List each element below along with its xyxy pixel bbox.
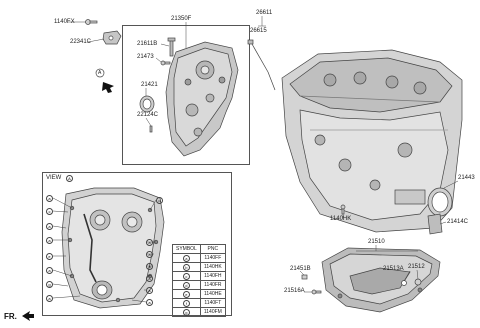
label-22124c: 22124C [137, 112, 159, 118]
engine-block [281, 49, 463, 233]
symbol-cell: d [172, 280, 201, 290]
symbol-letter: b [182, 263, 190, 271]
label-21350f: 21350F [171, 16, 192, 22]
callout-a-label: A [98, 70, 102, 76]
pnc-cell: 1140HE [199, 289, 226, 299]
symbol-cell: g [172, 307, 201, 317]
symbol-letter: a [182, 254, 190, 262]
dipstick-26611 [247, 39, 276, 91]
label-22341c: 22341C [70, 39, 92, 45]
bracket-21414c [427, 213, 443, 235]
label-21473: 21473 [137, 54, 154, 60]
symbol-table-row: g 1140FM [172, 307, 226, 317]
label-21421: 21421 [141, 82, 158, 88]
symbol-column-header: SYMBOL [172, 244, 201, 254]
pnc-cell: 1140FT [199, 298, 226, 308]
symbol-cell: a [172, 253, 201, 263]
symbol-letter: f [182, 299, 190, 307]
bolt-symbol-a: a [46, 267, 53, 274]
bolt-symbol-e: e [46, 253, 53, 260]
view-a-box [42, 172, 232, 316]
symbol-letter: c [182, 272, 190, 280]
label-21512: 21512 [408, 264, 425, 270]
view-a-cover [61, 187, 165, 309]
bolt-symbol-a: a [46, 295, 53, 302]
seal-21421 [139, 95, 155, 113]
bolt-1140fx [85, 19, 98, 25]
bolt-21512 [414, 278, 422, 286]
symbol-letter: g [182, 308, 190, 316]
bolt-symbol-a: a [146, 239, 153, 246]
label-1140hk: 1140HK [330, 216, 352, 222]
bolt-symbol-a: a [146, 287, 153, 294]
symbol-table-row: c 1140FH [172, 271, 226, 281]
pnc-cell: 1140HK [199, 262, 226, 272]
bolt-symbol-c: c [46, 208, 53, 215]
timing-cover [165, 41, 239, 157]
symbol-table-row: f 1140FT [172, 298, 226, 308]
symbol-table-row: b 1140HK [172, 262, 226, 272]
bolt-21516a [311, 289, 322, 295]
pnc-column-header: PNC [199, 244, 226, 254]
bolt-symbol-a: a [46, 195, 53, 202]
bolt-symbol-a: a [146, 299, 153, 306]
leader-lines [52, 21, 459, 303]
bolt-21473 [160, 60, 171, 66]
label-26615: 26615 [250, 28, 267, 34]
bolt-symbol-a: a [146, 251, 153, 258]
pin-22124c [149, 125, 153, 133]
bolt-symbol-a: a [146, 275, 153, 282]
bolt-symbol-a: a [146, 263, 153, 270]
label-26611: 26611 [256, 10, 273, 16]
callout-a-circle [95, 68, 105, 78]
symbol-letter: e [182, 290, 190, 298]
label-21451b: 21451B [290, 266, 311, 272]
sensor-21611b [167, 37, 176, 57]
plug-21451b [301, 274, 308, 280]
pnc-cell: 1140FR [199, 280, 226, 290]
symbol-table-row: a 1140FF [172, 253, 226, 263]
bracket-22341c [102, 30, 122, 45]
label-21414c: 21414C [447, 219, 469, 225]
pnc-cell: 1140FH [199, 271, 226, 281]
bolt-symbol-d: d [156, 197, 163, 204]
gasket-21513a [401, 280, 407, 286]
label-21611b: 21611B [137, 41, 158, 47]
symbol-cell: c [172, 271, 201, 281]
bolt-symbol-g: g [46, 281, 53, 288]
view-marker: A [66, 175, 73, 182]
label-21513a: 21513A [383, 266, 404, 272]
symbol-letter: d [182, 281, 190, 289]
seal-21443 [427, 187, 453, 217]
label-21443: 21443 [458, 175, 475, 181]
front-arrow [22, 311, 34, 321]
symbol-cell: b [172, 262, 201, 272]
symbol-table-row: d 1140FR [172, 280, 226, 290]
label-1140fx: 1140FX [54, 19, 75, 25]
symbol-table-row: e 1140HE [172, 289, 226, 299]
symbol-cell: f [172, 298, 201, 308]
label-21516a: 21516A [284, 288, 305, 294]
symbol-cell: e [172, 289, 201, 299]
oil-pan [321, 247, 441, 313]
bolt-symbol-a: a [46, 237, 53, 244]
front-direction-label: FR. [4, 312, 17, 321]
pnc-cell: 1140FF [199, 253, 226, 263]
pnc-cell: 1140FM [199, 307, 226, 317]
view-arrow [102, 82, 114, 93]
view-title: VIEW [46, 175, 62, 181]
label-21510: 21510 [368, 239, 385, 245]
bolt-symbol-a: a [46, 223, 53, 230]
